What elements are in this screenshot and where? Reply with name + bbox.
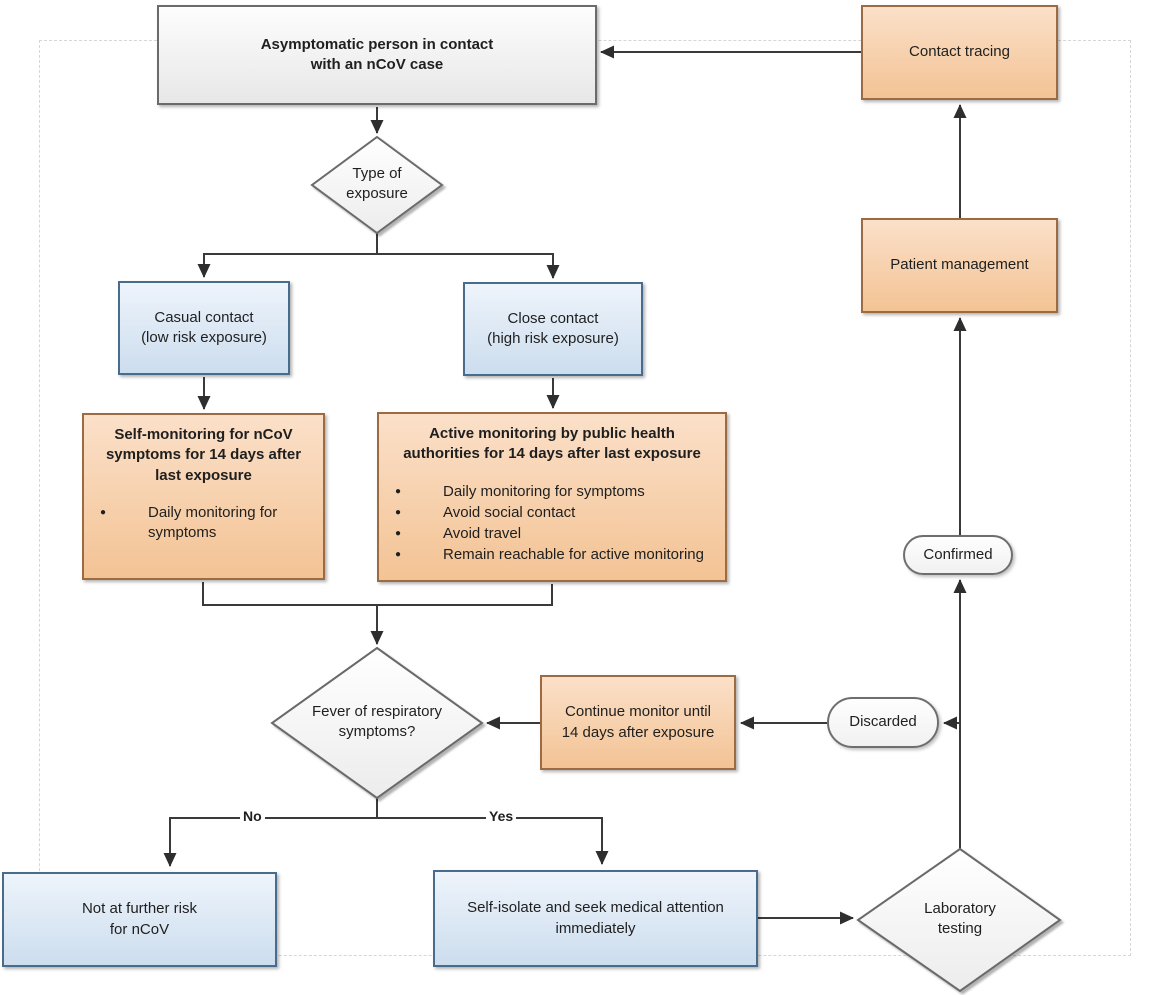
edge-monitor-merge <box>202 582 553 606</box>
patient-management-label: Patient management <box>890 256 1029 274</box>
fever-symptoms-diamond <box>270 646 484 800</box>
edge-type-to-casual <box>197 253 377 278</box>
continue-monitor-line1: Continue monitor until <box>565 703 711 721</box>
bullet-item: Remain reachable for active monitoring <box>385 545 719 565</box>
not-at-risk-box: Not at further risk for nCoV <box>2 872 277 967</box>
fever-symptoms-label: Fever of respiratory symptoms? <box>311 703 443 741</box>
edge-type-to-close <box>377 253 560 279</box>
bullet-item: Avoid social contact <box>385 503 719 523</box>
self-isolate-line2: immediately <box>555 919 636 937</box>
casual-contact-box: Casual contact (low risk exposure) <box>118 281 290 375</box>
active-monitoring-title: Active monitoring by public health autho… <box>403 425 701 463</box>
edge-fever-yes <box>377 817 609 865</box>
continue-monitor-box: Continue monitor until 14 days after exp… <box>540 675 736 770</box>
bullet-item: Avoid travel <box>385 524 719 544</box>
type-of-exposure-label: Type of exposure <box>346 165 408 203</box>
laboratory-testing-diamond <box>856 847 1062 993</box>
self-isolate-box: Self-isolate and seek medical attention … <box>433 870 758 967</box>
patient-management-box: Patient management <box>861 218 1058 313</box>
start-line2: with an nCoV case <box>310 56 444 73</box>
self-monitoring-bullet-list: Daily monitoring for symptoms <box>90 502 317 545</box>
edge-fever-no <box>163 817 377 867</box>
confirmed-label: Confirmed <box>923 545 993 563</box>
bullet-item: Daily monitoring for symptoms <box>90 503 317 544</box>
active-monitoring-bullet-list: Daily monitoring for symptoms Avoid soci… <box>385 481 719 567</box>
close-contact-line2: (high risk exposure) <box>487 330 619 347</box>
not-at-risk-line1: Not at further risk <box>81 900 198 918</box>
type-of-exposure-diamond <box>310 135 444 235</box>
start-line1: Asymptomatic person in contact <box>260 35 494 53</box>
self-isolate-line1: Self-isolate and seek medical attention <box>467 899 724 917</box>
edge-label-yes: Yes <box>486 808 517 824</box>
contact-tracing-box: Contact tracing <box>861 5 1058 100</box>
casual-contact-line2: (low risk exposure) <box>141 329 267 346</box>
start-box: Asymptomatic person in contact with an n… <box>157 5 597 105</box>
close-contact-line1: Close contact <box>507 309 599 327</box>
confirmed-terminator: Confirmed <box>903 535 1013 575</box>
discarded-terminator: Discarded <box>827 697 939 748</box>
not-at-risk-line2: for nCoV <box>109 920 170 938</box>
discarded-label: Discarded <box>849 713 917 731</box>
self-monitoring-title: Self-monitoring for nCoV symptoms for 14… <box>105 426 302 484</box>
casual-contact-line1: Casual contact <box>154 308 254 326</box>
contact-tracing-label: Contact tracing <box>909 43 1010 61</box>
bullet-item: Daily monitoring for symptoms <box>385 482 719 502</box>
edge-label-no: No <box>240 808 265 824</box>
close-contact-box: Close contact (high risk exposure) <box>463 282 643 376</box>
continue-monitor-line2: 14 days after exposure <box>561 723 715 741</box>
self-monitoring-box: Self-monitoring for nCoV symptoms for 14… <box>82 413 325 580</box>
active-monitoring-box: Active monitoring by public health autho… <box>377 412 727 582</box>
laboratory-testing-label: Laboratory testing <box>924 900 996 938</box>
